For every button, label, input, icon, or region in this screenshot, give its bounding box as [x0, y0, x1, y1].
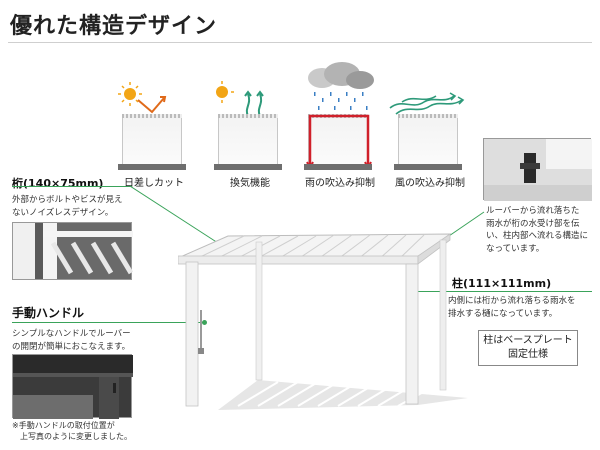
handle-note-line: 上写真のように変更しました。 — [12, 432, 132, 441]
handle-description-line: シンプルなハンドルでルーバー — [12, 329, 131, 339]
louver-roof — [398, 114, 458, 118]
feature-wind-block: 風の吹込み抑制 — [389, 52, 474, 192]
girder-leader-line — [12, 186, 132, 187]
rain-gutter-path — [306, 114, 372, 170]
drainage-description-line: い、柱内部へ流れる構造に — [486, 231, 589, 241]
feature-label: 雨の吹込み抑制 — [305, 178, 375, 189]
pergola-section-box — [398, 116, 458, 166]
ground-base — [118, 164, 186, 170]
girder-title: 桁(140×75mm) — [12, 177, 104, 190]
handle-leader-dot — [202, 320, 207, 325]
feature-rain-block: 雨の吹込み抑制 — [304, 52, 384, 192]
baseplate-note-box: 柱はベースプレート 固定仕様 — [478, 330, 578, 366]
column-description: 内側には桁から流れ落ちる雨水を 排水する樋になっています。 — [448, 295, 576, 321]
girder-description-line: 外部からボルトやビスが見え — [12, 195, 123, 205]
handle-leader-line — [12, 322, 204, 323]
wind-block-icon — [389, 92, 465, 115]
title-divider — [8, 42, 592, 43]
louver-roof — [218, 114, 278, 118]
feature-label: 換気機能 — [230, 178, 270, 189]
column-description-line: 排水する樋になっています。 — [448, 309, 558, 319]
baseplate-note-line: 固定仕様 — [508, 349, 548, 360]
ventilation-icon — [216, 81, 264, 117]
feature-label: 日差しカット — [124, 178, 184, 189]
column-leader-line — [412, 291, 592, 292]
feature-label: 風の吹込み抑制 — [395, 178, 465, 189]
ground-base — [304, 164, 372, 170]
drainage-description-line: なっています。 — [486, 243, 545, 254]
feature-ventilation: 換気機能 — [214, 52, 294, 192]
handle-note-line: ※手動ハンドルの取付位置が — [12, 421, 115, 430]
drainage-photo — [483, 138, 592, 201]
sun-block-icon — [118, 82, 167, 114]
feature-sun-block: 日差しカット — [118, 52, 198, 192]
rain-block-icon — [308, 62, 374, 110]
handle-note: ※手動ハンドルの取付位置が 上写真のように変更しました。 — [12, 420, 132, 442]
louver-roof — [122, 114, 182, 118]
handle-description-line: の開閉が簡単におこなえます。 — [12, 342, 131, 352]
drainage-description-line: ルーバーから流れ落ちた — [486, 206, 580, 216]
girder-photo-detail — [43, 231, 134, 275]
girder-description: 外部からボルトやビスが見え ないノイズレスデザイン。 — [12, 194, 123, 220]
girder-photo — [12, 222, 134, 280]
pergola-section-box — [308, 116, 368, 166]
girder-description-line: ないノイズレスデザイン。 — [12, 208, 114, 218]
pergola-illustration — [178, 233, 468, 410]
page-title: 優れた構造デザイン — [10, 14, 218, 39]
handle-description: シンプルなハンドルでルーバー の開閉が簡単におこなえます。 — [12, 328, 131, 354]
drainage-description-line: 雨水が桁の水受け部を伝 — [486, 218, 580, 229]
handle-title: 手動ハンドル — [12, 306, 85, 320]
column-title: 柱(111×111mm) — [452, 277, 552, 290]
drainage-description: ルーバーから流れ落ちた 雨水が桁の水受け部を伝 い、柱内部へ流れる構造に なって… — [486, 205, 588, 255]
ground-base — [394, 164, 462, 170]
baseplate-note-line: 柱はベースプレート — [483, 335, 573, 346]
column-description-line: 内側には桁から流れ落ちる雨水を — [448, 296, 576, 306]
handle-photo — [12, 354, 133, 419]
ground-base — [214, 164, 282, 170]
handle-photo-detail — [13, 355, 133, 419]
drainage-photo-detail — [484, 139, 592, 201]
pergola-section-box — [218, 116, 278, 166]
pergola-section-box — [122, 116, 182, 166]
